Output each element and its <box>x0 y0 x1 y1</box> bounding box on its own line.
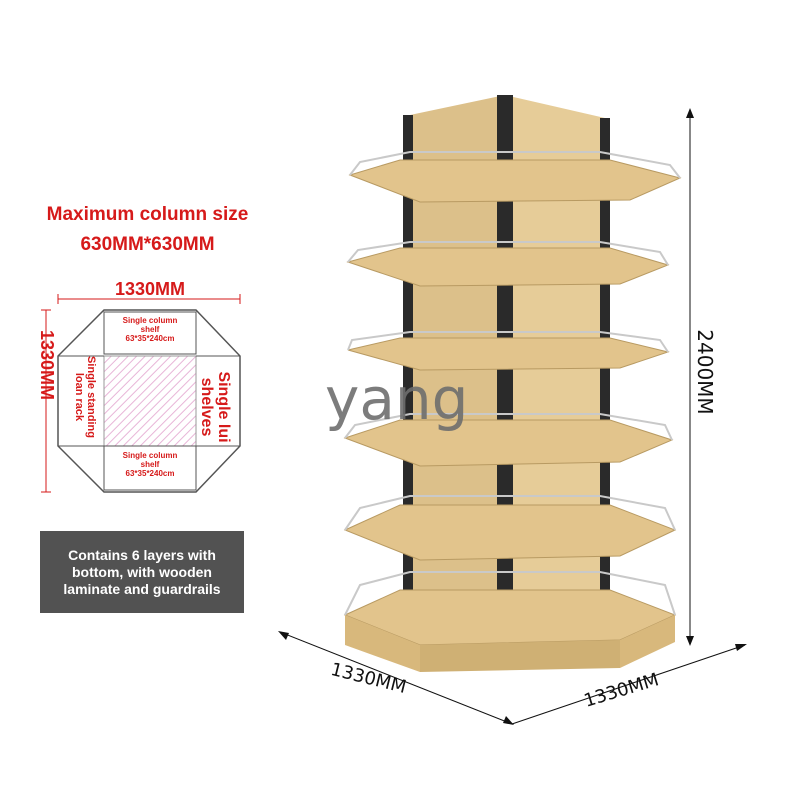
info-box: Contains 6 layers with bottom, with wood… <box>40 531 244 613</box>
plan-octagon <box>57 309 241 493</box>
shelf-layer-1 <box>348 151 682 203</box>
plan-width-label: 1330MM <box>114 279 186 299</box>
shelf-layer-5 <box>343 495 677 561</box>
column-size-line2: 630MM*630MM <box>80 234 215 255</box>
plan-top-caption: Single column shelf 63*35*240cm <box>122 316 178 343</box>
shelf-layer-2 <box>346 241 670 287</box>
info-text: Contains 6 layers with bottom, with wood… <box>63 546 221 597</box>
shelf-layer-4 <box>343 413 674 467</box>
watermark: yang <box>325 365 469 433</box>
shelf-layer-3 <box>347 331 670 371</box>
height-dimension-label: 2400MM <box>693 329 717 415</box>
plan-bottom-box <box>103 445 197 491</box>
plan-top-box <box>103 311 197 355</box>
column-size-title: Maximum column size 630MM*630MM <box>0 200 295 260</box>
plan-center-column <box>103 355 197 447</box>
left-dimension-line <box>279 631 513 725</box>
right-dimension-line <box>511 644 746 725</box>
plan-bottom-caption: Single column shelf 63*35*240cm <box>122 451 178 478</box>
column-size-line1: Maximum column size <box>46 204 249 225</box>
shelf-layer-6-base <box>343 571 677 672</box>
